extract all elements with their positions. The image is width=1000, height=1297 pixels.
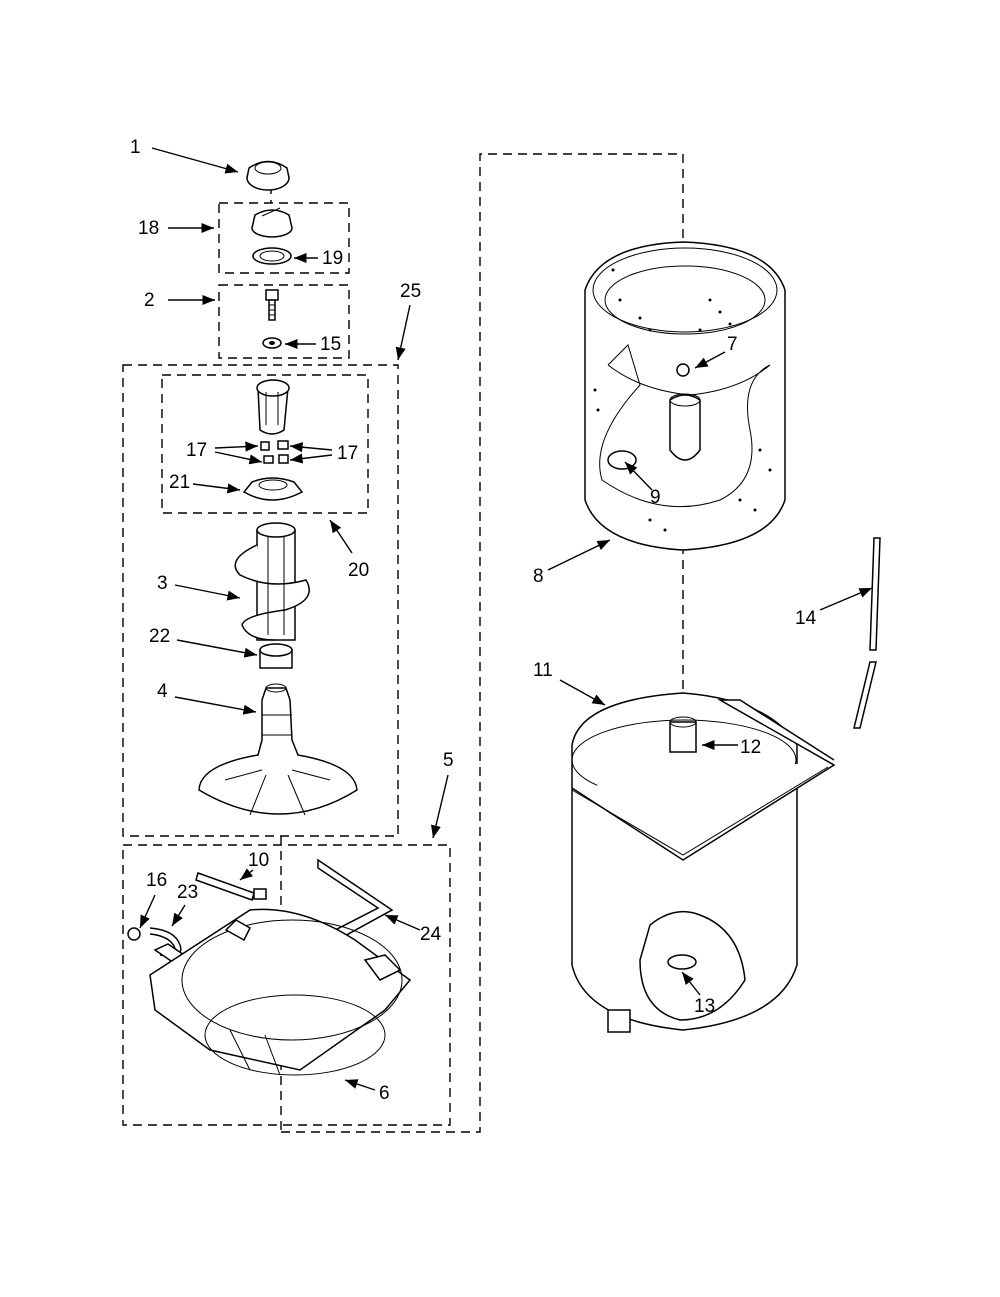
callout-3: 3 (157, 573, 168, 594)
callout-14: 14 (795, 608, 817, 629)
callout-4: 4 (157, 681, 168, 702)
part-6-tub-base (149, 908, 412, 1076)
callout-17-right: 17 (337, 443, 358, 464)
callout-1: 1 (130, 137, 141, 158)
part-22-bearing (259, 643, 293, 669)
callout-22: 22 (149, 626, 170, 647)
connector-path (281, 153, 684, 1133)
part-10-strap (195, 872, 267, 901)
callout-6: 6 (379, 1083, 390, 1104)
part-1-cap (246, 160, 290, 191)
callout-18: 18 (138, 218, 159, 239)
part-11-outer-tub (571, 692, 836, 1033)
callout-2: 2 (144, 290, 155, 311)
part-15-washer (262, 337, 282, 349)
callout-19: 19 (322, 248, 343, 269)
part-2-bolt (265, 289, 279, 321)
callout-25: 25 (400, 281, 421, 302)
callout-17-left: 17 (186, 440, 207, 461)
callout-21: 21 (169, 472, 190, 493)
callout-10: 10 (248, 850, 269, 871)
callout-8: 8 (533, 566, 544, 587)
callout-12: 12 (740, 737, 761, 758)
part-21-ring (242, 477, 304, 501)
part-4-agitator-base (198, 683, 358, 816)
callout-13: 13 (694, 996, 715, 1017)
box-5 (122, 844, 451, 1126)
part-8-basket (584, 241, 786, 551)
box-18-19 (218, 202, 350, 274)
callout-15: 15 (320, 334, 341, 355)
callout-labels: 1 18 19 2 15 25 17 17 21 20 3 22 4 5 10 … (130, 137, 817, 1104)
part-3-auger (234, 522, 310, 641)
callout-7: 7 (727, 334, 738, 355)
leader-lines (139, 147, 873, 1091)
group-boxes (122, 153, 684, 1133)
callout-9: 9 (650, 487, 661, 508)
part-18-seal (251, 207, 293, 238)
callout-20: 20 (348, 560, 369, 581)
callout-5: 5 (443, 750, 454, 771)
callout-11: 11 (533, 660, 553, 681)
callout-23: 23 (177, 882, 198, 903)
part-14-hose (853, 537, 881, 729)
part-19-oring (252, 247, 292, 265)
part-17-dogs (260, 440, 289, 464)
callout-16: 16 (146, 870, 167, 891)
part-20-cam (256, 379, 290, 435)
callout-24: 24 (420, 924, 442, 945)
box-20 (161, 374, 369, 514)
box-2-15 (218, 284, 350, 359)
box-25 (122, 364, 399, 837)
part-16-clamp (127, 927, 141, 941)
